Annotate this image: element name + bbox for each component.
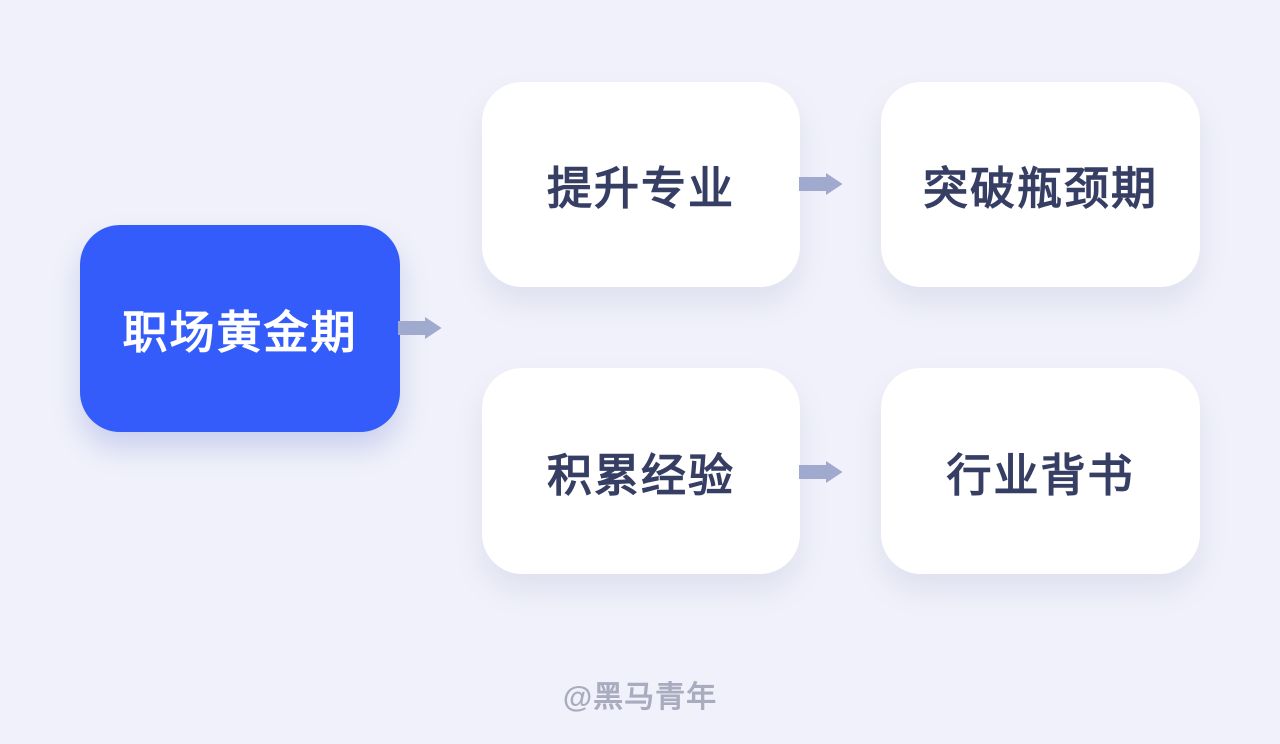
node-outcome-1: 突破瓶颈期 <box>881 82 1200 287</box>
node-branch-2: 积累经验 <box>482 368 800 574</box>
node-branch-1-label: 提升专业 <box>546 163 735 214</box>
watermark: @黑马青年 <box>562 681 718 714</box>
arrow-right-icon <box>398 317 442 339</box>
node-root-label: 职场黄金期 <box>122 307 358 358</box>
node-branch-1: 提升专业 <box>482 82 800 287</box>
arrow-right-icon <box>799 173 843 195</box>
node-root: 职场黄金期 <box>80 225 400 432</box>
node-branch-2-label: 积累经验 <box>546 449 735 501</box>
node-outcome-2-label: 行业背书 <box>946 449 1135 501</box>
node-outcome-1-label: 突破瓶颈期 <box>922 163 1158 214</box>
arrow-right-icon <box>799 461 843 483</box>
node-outcome-2: 行业背书 <box>881 368 1200 574</box>
